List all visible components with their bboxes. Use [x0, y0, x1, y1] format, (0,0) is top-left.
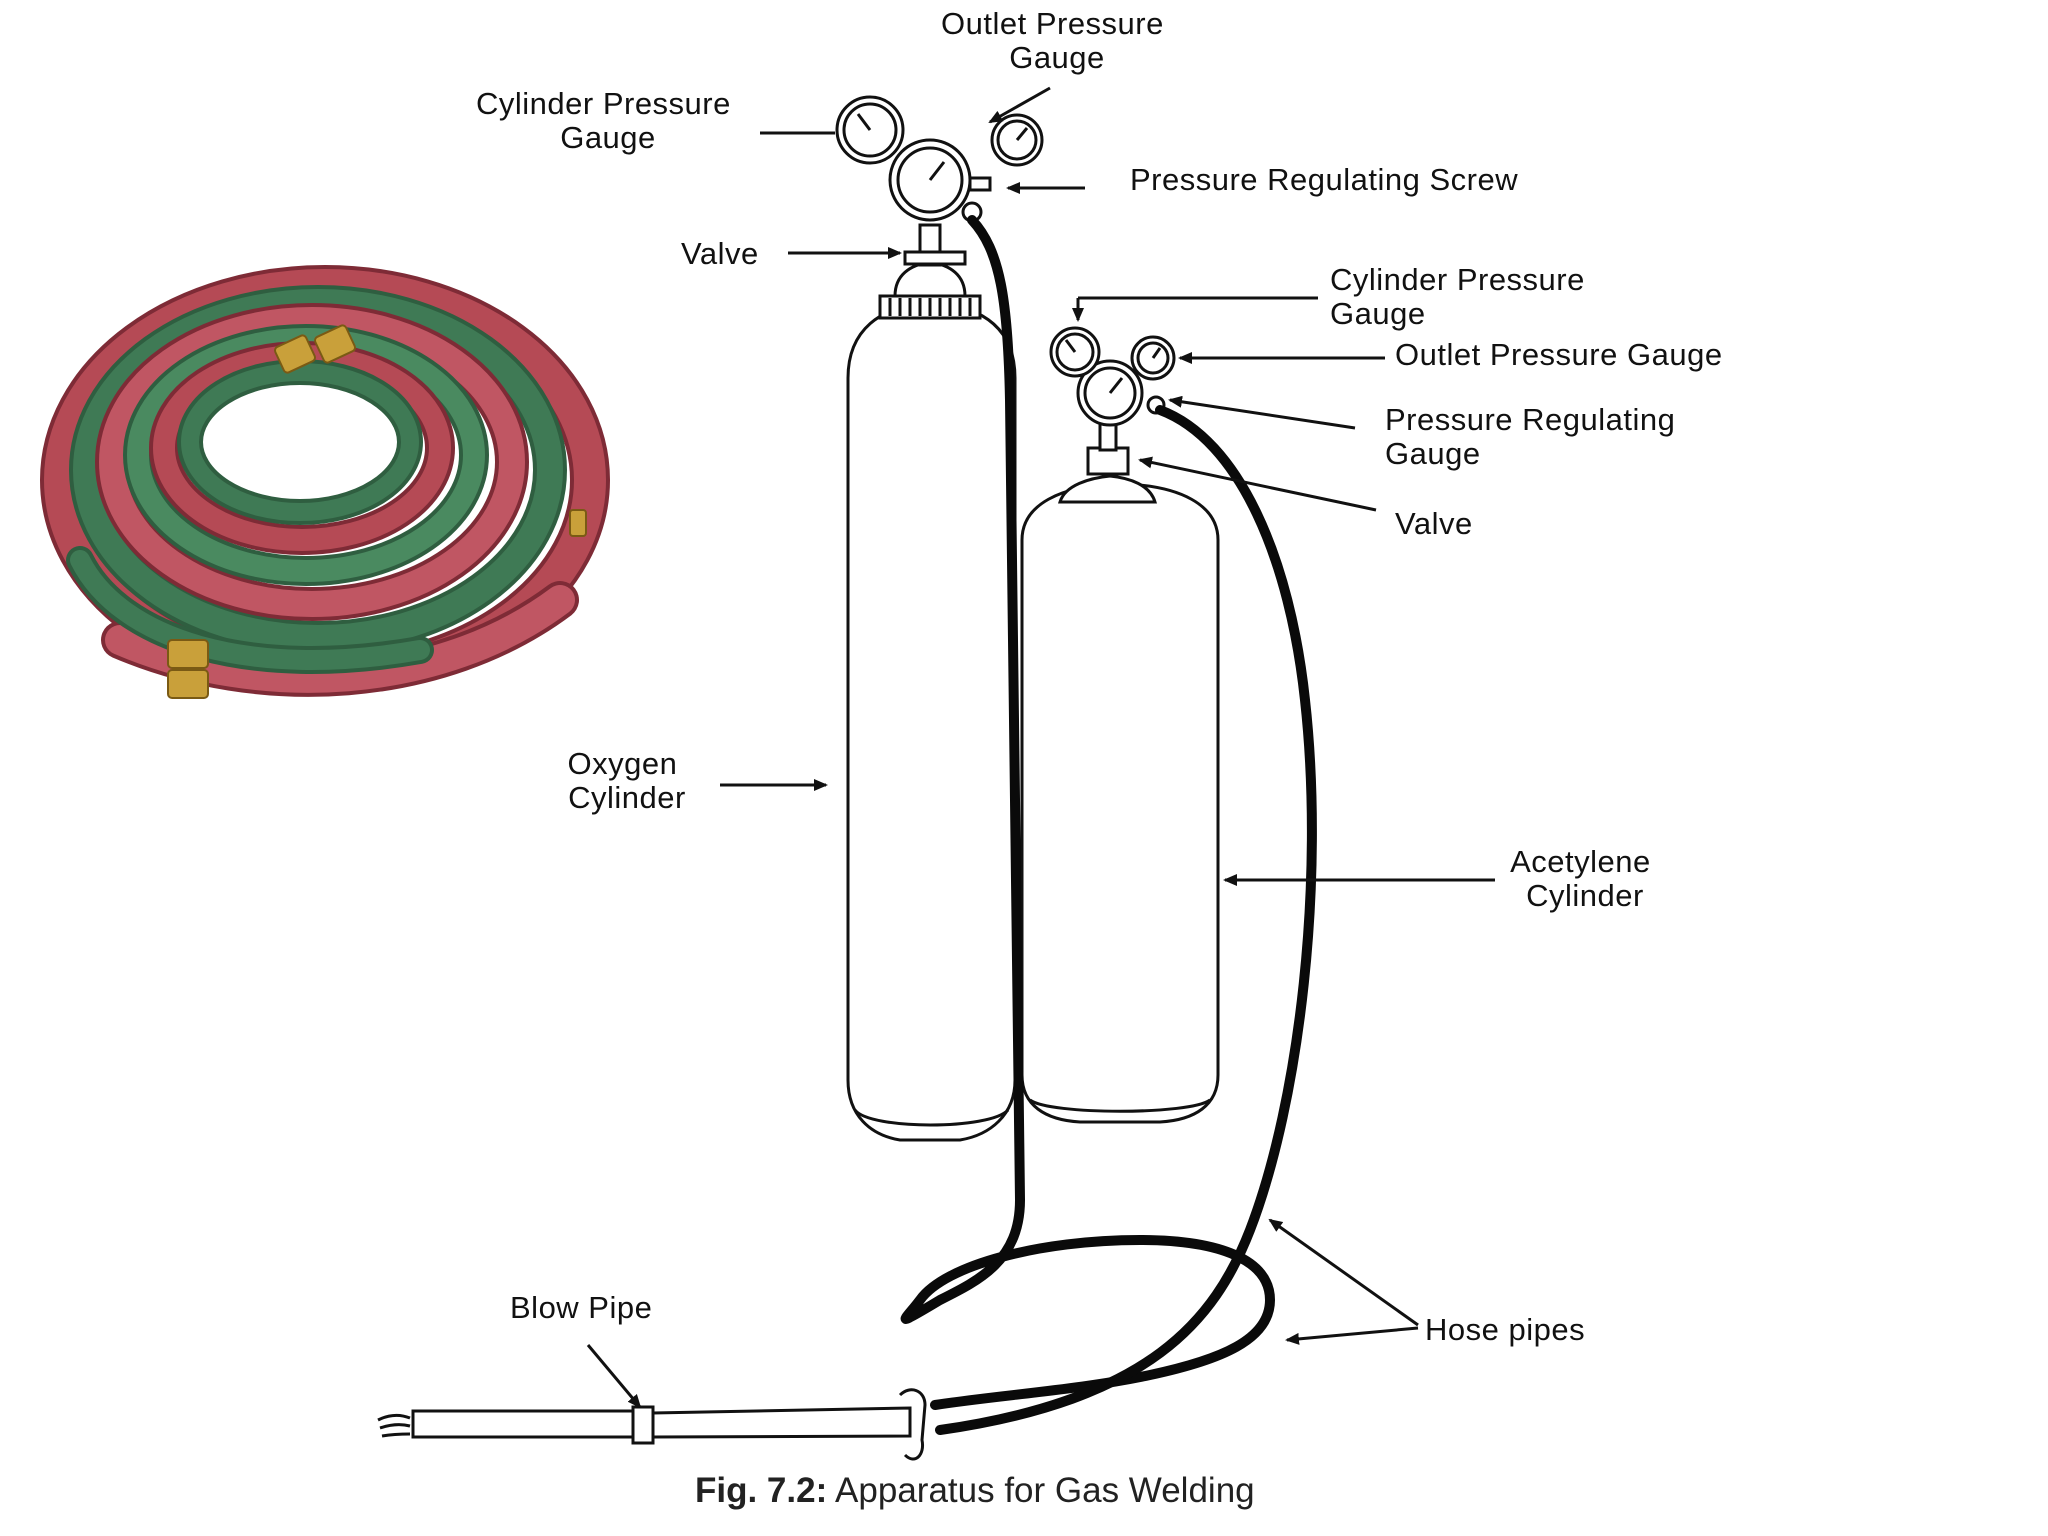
oxygen-cylinder-label: Oxygen Cylinder — [568, 746, 687, 815]
hose-pipes — [900, 215, 1317, 1435]
pressure-gauge-icon — [1049, 326, 1176, 427]
oxygen-cylinder — [835, 95, 1044, 1142]
oxygen-regulating-screw-label: Pressure Regulating Screw — [1130, 162, 1518, 197]
figure-number: Fig. 7.2: — [695, 1471, 827, 1510]
oxygen-cylinder-gauge-label: Cylinder Pressure Gauge — [476, 86, 740, 155]
figure-title: Apparatus for Gas Welding — [835, 1471, 1255, 1510]
acetylene-outlet-gauge-label: Outlet Pressure Gauge — [1395, 337, 1723, 372]
oxygen-outlet-gauge-label: Outlet Pressure Gauge — [941, 6, 1173, 75]
acetylene-cylinder-label: Acetylene Cylinder — [1510, 844, 1660, 913]
blow-pipe-icon — [377, 1388, 927, 1461]
oxygen-valve-label: Valve — [681, 236, 759, 271]
leader-lines — [586, 86, 1495, 1409]
blow-pipe-label: Blow Pipe — [510, 1290, 652, 1325]
acetylene-regulating-gauge-label: Pressure Regulating Gauge — [1385, 402, 1685, 471]
hose-pipes-label: Hose pipes — [1425, 1312, 1585, 1347]
coiled-hose-photo — [40, 265, 610, 699]
figure-caption: Fig. 7.2: Apparatus for Gas Welding — [695, 1471, 1255, 1510]
acetylene-cylinder-gauge-label: Cylinder Pressure Gauge — [1330, 262, 1594, 331]
pressure-gauge-icon — [835, 95, 1044, 223]
brass-fitting-icon — [167, 324, 587, 699]
acetylene-valve-label: Valve — [1395, 506, 1473, 541]
acetylene-cylinder — [1020, 326, 1220, 1124]
